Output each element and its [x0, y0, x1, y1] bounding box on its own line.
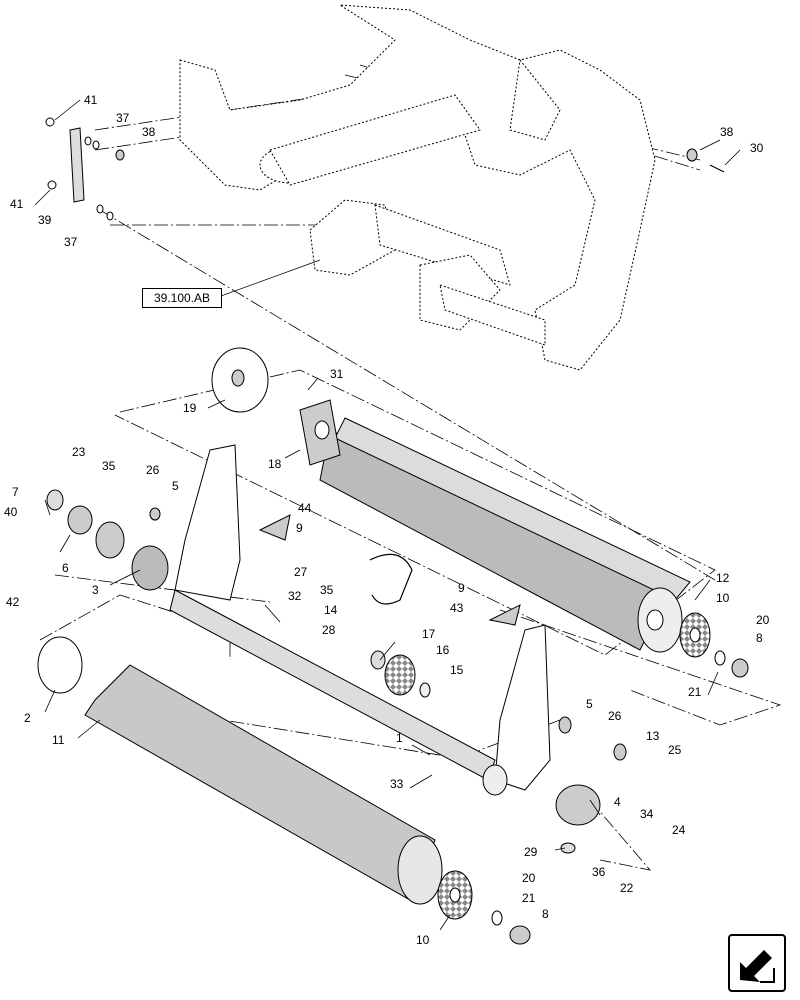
callout-label: 7 [12, 485, 19, 499]
upper-roll-12 [319, 417, 691, 653]
callout-label: 16 [436, 643, 450, 657]
link-hardware [45, 117, 725, 221]
callout-label: 5 [172, 479, 179, 493]
callout-label: 43 [450, 601, 464, 615]
callout-label: 30 [750, 141, 764, 155]
right-components [258, 514, 627, 854]
callout-label: 42 [6, 595, 20, 609]
callout-label: 38 [142, 125, 156, 139]
callout-label: 44 [298, 501, 312, 515]
callout-label: 22 [620, 881, 634, 895]
callout-label: 9 [458, 581, 465, 595]
callout-label: 35 [320, 583, 334, 597]
callout-label: 10 [416, 933, 430, 947]
callout-label: 21 [522, 891, 536, 905]
arrow-glyph [740, 950, 775, 983]
callout-label: 38 [720, 125, 734, 139]
callout-label: 8 [756, 631, 763, 645]
callout-label: 12 [716, 571, 730, 585]
gears [437, 612, 749, 945]
left-components [37, 444, 496, 905]
callout-label: 8 [542, 907, 549, 921]
callout-label: 32 [288, 589, 302, 603]
callout-label: 26 [146, 463, 160, 477]
callout-label: 27 [294, 565, 308, 579]
callout-label: 13 [646, 729, 660, 743]
callout-label: 34 [640, 807, 654, 821]
callout-label: 29 [524, 845, 538, 859]
arrow-navigation-icon[interactable] [728, 934, 786, 992]
reference-label-box[interactable]: 39.100.AB [142, 288, 222, 308]
callout-label: 20 [522, 871, 536, 885]
callout-label: 6 [62, 561, 69, 575]
callout-label: 18 [268, 457, 282, 471]
callout-label: 28 [322, 623, 336, 637]
callout-label: 26 [608, 709, 622, 723]
callout-label: 15 [450, 663, 464, 677]
callout-label: 11 [52, 733, 65, 747]
callout-label: 31 [330, 367, 344, 381]
strap-14 [369, 553, 413, 605]
callout-label: 1 [396, 731, 403, 745]
callout-label: 36 [592, 865, 606, 879]
callout-label: 24 [672, 823, 686, 837]
callout-label: 4 [614, 795, 621, 809]
frame-assembly [179, 4, 656, 371]
link-39 [69, 127, 85, 203]
callout-label: 37 [64, 235, 78, 249]
leader-lines [34, 99, 741, 931]
disc-and-bearing [211, 347, 341, 466]
callout-label: 10 [716, 591, 730, 605]
callout-label: 3 [92, 583, 99, 597]
callout-label: 5 [586, 697, 593, 711]
callout-label: 17 [422, 627, 436, 641]
callout-labels: 41 37 38 41 39 37 38 30 31 19 18 23 35 2… [4, 93, 770, 947]
callout-label: 19 [183, 401, 197, 415]
callout-label: 33 [390, 777, 404, 791]
callout-label: 39 [38, 213, 52, 227]
callout-label: 20 [756, 613, 770, 627]
callout-label: 41 [84, 93, 98, 107]
callout-label: 35 [102, 459, 116, 473]
callout-label: 41 [10, 197, 24, 211]
callout-label: 9 [296, 521, 303, 535]
callout-label: 14 [324, 603, 338, 617]
callout-label: 37 [116, 111, 130, 125]
callout-label: 25 [668, 743, 682, 757]
callout-label: 23 [72, 445, 86, 459]
callout-label: 2 [24, 711, 31, 725]
callout-label: 40 [4, 505, 18, 519]
callout-label: 21 [688, 685, 702, 699]
